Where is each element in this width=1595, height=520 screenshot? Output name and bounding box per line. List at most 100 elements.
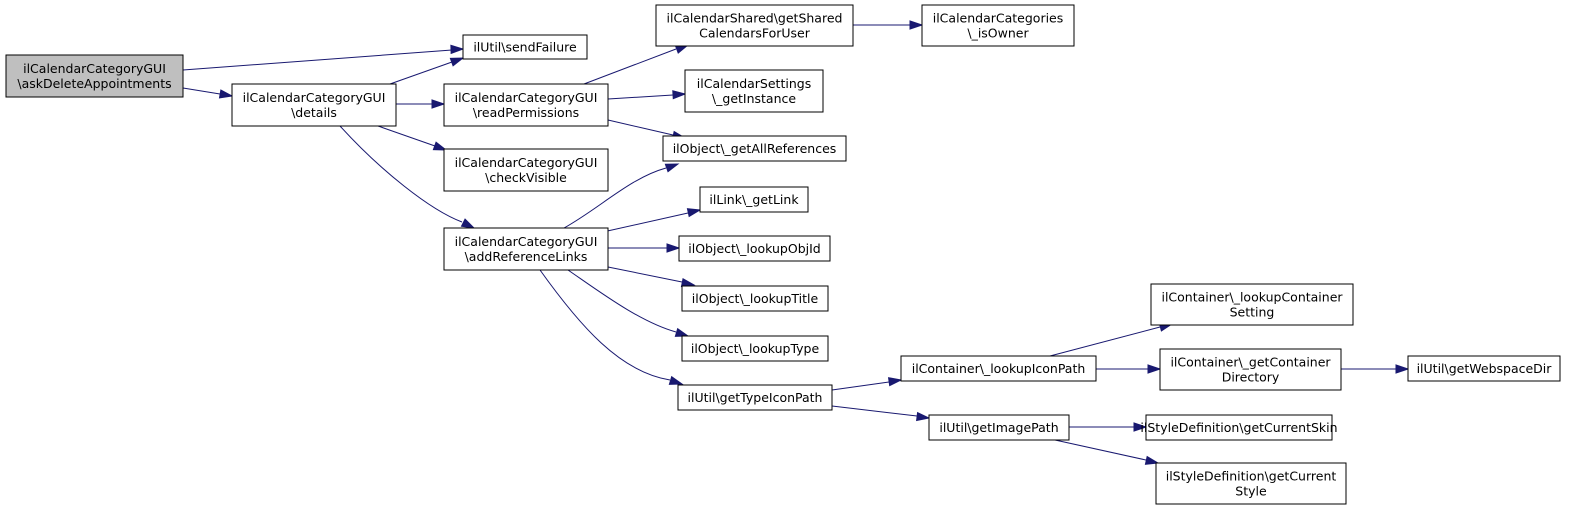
arrowhead-icon [460,218,476,229]
node-label: \askDeleteAppointments [17,76,171,91]
arrowhead-icon [450,44,465,55]
edge-getImagePath-getCurrentStyle [1054,439,1147,461]
node-label: ilObject\_lookupTitle [692,291,819,306]
node-label: ilContainer\_getContainer [1170,355,1331,370]
node-box [699,186,809,213]
node-label: ilContainer\_lookupContainer [1161,290,1343,305]
arrowhead-icon [887,377,903,387]
node-lookup-type[interactable]: ilObject\_lookupType [681,335,829,362]
node-label: Setting [1230,305,1275,320]
arrowhead-icon [916,411,931,422]
node-label: ilUtil\getTypeIconPath [688,390,823,405]
node-box [443,227,609,271]
node-label: ilContainer\_lookupIconPath [912,361,1086,376]
node-label: ilLink\_getLink [709,192,799,207]
edge-details-addReferenceLinks [339,125,463,223]
arrowhead-icon [674,327,690,337]
node-label: ilCalendarCategoryGUI [23,61,166,76]
node-box [662,135,847,162]
arrowhead-icon [431,99,446,109]
node-add-reference-links[interactable]: ilCalendarCategoryGUI\addReferenceLinks [443,227,609,271]
node-label: \_getInstance [712,91,796,106]
node-label: ilCalendarCategoryGUI [243,90,386,105]
node-read-permissions[interactable]: ilCalendarCategoryGUI\readPermissions [443,83,609,127]
node-get-type-icon-path[interactable]: ilUtil\getTypeIconPath [677,384,833,411]
node-lookup-icon-path[interactable]: ilContainer\_lookupIconPath [900,355,1097,382]
node-settings-get-instance[interactable]: ilCalendarSettings\_getInstance [684,69,824,113]
arrowhead-icon [432,141,448,151]
node-label: \details [291,105,337,120]
node-box [443,83,609,127]
node-get-shared[interactable]: ilCalendarShared\getSharedCalendarsForUs… [655,4,854,47]
arrowhead-icon [672,90,687,100]
node-box [1150,283,1354,326]
edge-askDelete-sendFailure [182,49,453,71]
node-box [678,235,831,262]
edge-readPermissions-settingsGetInstance [607,94,674,100]
node-box [462,34,588,60]
node-send-failure[interactable]: ilUtil\sendFailure [462,34,588,60]
node-label: ilCalendarCategoryGUI [455,155,598,170]
edge-addReferenceLinks-getLink [593,212,689,235]
node-label: ilStyleDefinition\getCurrent [1166,469,1337,484]
node-label: CalendarsForUser [699,26,811,41]
node-lookup-obj-id[interactable]: ilObject\_lookupObjId [678,235,831,262]
node-get-image-path[interactable]: ilUtil\getImagePath [928,414,1070,441]
node-box [443,148,609,192]
node-get-link[interactable]: ilLink\_getLink [699,186,809,213]
arrowhead-icon [680,277,696,288]
arrowhead-icon [686,208,702,218]
edge-details-checkVisible [377,125,436,147]
arrowhead-icon [449,57,465,67]
node-label: ilCalendarShared\getShared [667,11,843,26]
node-label: ilUtil\getWebspaceDir [1417,361,1553,376]
edge-readPermissions-getShared [583,48,677,85]
node-box [1145,414,1333,441]
node-label: Directory [1222,370,1280,385]
node-box [928,414,1070,441]
arrowhead-icon [668,375,684,385]
node-label: ilUtil\getImagePath [939,420,1058,435]
node-label: ilObject\_lookupType [691,341,820,356]
node-label: Style [1235,484,1267,499]
node-box [900,355,1097,382]
node-box [681,285,829,312]
node-label: ilUtil\sendFailure [473,40,577,55]
arrowhead-icon [1395,364,1410,374]
node-check-visible[interactable]: ilCalendarCategoryGUI\checkVisible [443,148,609,192]
arrowhead-icon [909,20,924,30]
edge-readPermissions-getAllReferences [607,119,674,136]
node-lookup-title[interactable]: ilObject\_lookupTitle [681,285,829,312]
node-label: ilCalendarCategoryGUI [455,234,598,249]
node-label: ilCalendarCategoryGUI [455,90,598,105]
node-details[interactable]: ilCalendarCategoryGUI\details [231,83,397,127]
edge-addReferenceLinks-getAllReferences [563,167,667,229]
node-box [1407,355,1561,382]
node-box [921,4,1075,47]
node-box [684,69,824,113]
node-get-all-references[interactable]: ilObject\_getAllReferences [662,135,847,162]
node-label: ilStyleDefinition\getCurrentSkin [1140,420,1337,435]
node-box [677,384,833,411]
node-label: ilObject\_lookupObjId [688,241,820,256]
node-ask-delete[interactable]: ilCalendarCategoryGUI\askDeleteAppointme… [5,54,184,98]
node-get-webspace-dir[interactable]: ilUtil\getWebspaceDir [1407,355,1561,382]
arrowhead-icon [218,89,234,99]
node-get-current-skin[interactable]: ilStyleDefinition\getCurrentSkin [1140,414,1338,441]
node-box [231,83,397,127]
edge-askDelete-details [182,87,221,95]
arrowhead-icon [1144,455,1160,465]
node-label: ilCalendarCategories [933,11,1064,26]
node-label: ilCalendarSettings [697,76,811,91]
node-is-owner[interactable]: ilCalendarCategories\_isOwner [921,4,1075,47]
node-label: \checkVisible [485,170,567,185]
arrowhead-icon [1147,364,1162,374]
node-label: \addReferenceLinks [465,249,588,264]
node-box [655,4,854,47]
node-label: ilObject\_getAllReferences [673,141,837,156]
edge-getTypeIconPath-lookupIconPath [831,381,890,391]
